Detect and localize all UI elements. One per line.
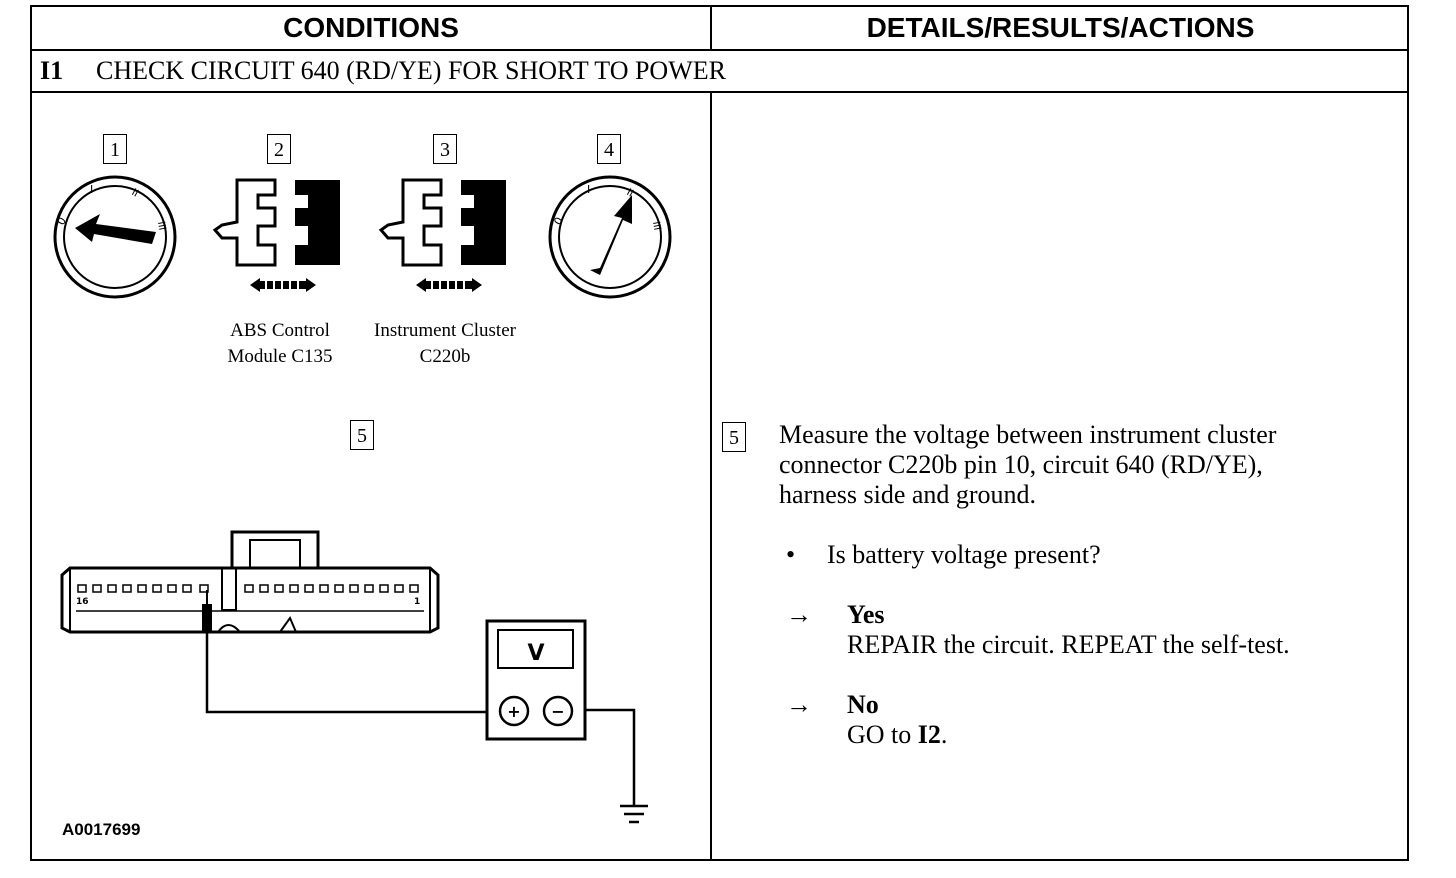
ground-icon [620,804,648,824]
yes-action: REPAIR the circuit. REPEAT the self-test… [847,630,1290,659]
voltmeter-icon: V + − [485,619,587,741]
callout-4: 4 [597,134,621,164]
svg-text:III: III [155,221,167,232]
svg-text:I: I [587,183,590,196]
negative-lead [572,708,636,805]
yes-arrow-icon: → [786,600,812,629]
details-header: DETAILS/RESULTS/ACTIONS [866,12,1255,43]
abs-module-connector-icon [212,178,340,292]
step-heading: CHECK CIRCUIT 640 (RD/YE) FOR SHORT TO P… [96,56,726,85]
callout-1: 1 [103,134,127,164]
details-callout-5: 5 [722,422,746,452]
ignition-switch-off: 0 I II III [53,175,177,299]
svg-text:−: − [551,702,564,721]
positive-lead [205,632,500,714]
figure-id: A0017699 [62,820,141,839]
header-column-divider [710,7,712,49]
abs-module-caption: ABS Control Module C135 [227,320,333,367]
svg-text:I: I [90,183,93,196]
ignition-switch-run: 0 I II III [548,175,672,299]
instruction-text: Measure the voltage between instrument c… [779,420,1277,509]
svg-text:III: III [650,221,662,232]
svg-text:16: 16 [76,597,89,607]
callout-5: 5 [350,420,374,450]
step-divider [32,91,1407,93]
svg-text:1: 1 [414,597,420,607]
callout-2: 2 [267,134,291,164]
c220b-connector-drawing: 16 1 [60,530,440,634]
step-id: I1 [40,56,64,85]
no-label: No [847,690,879,719]
yes-label: Yes [847,600,885,629]
question-text: Is battery voltage present? [827,540,1101,569]
svg-text:+: + [507,702,520,721]
instrument-cluster-caption: Instrument Cluster C220b [374,320,516,367]
svg-text:II: II [130,187,141,199]
instrument-cluster-connector-icon [378,178,506,292]
next-step-link[interactable]: I2 [917,720,941,749]
conditions-header: CONDITIONS [283,12,459,43]
no-action: GO to I2. [847,720,948,749]
step-title: I1 CHECK CIRCUIT 640 (RD/YE) FOR SHORT TO… [40,51,726,89]
no-arrow-icon: → [786,690,812,719]
svg-text:II: II [625,187,636,199]
callout-3: 3 [433,134,457,164]
svg-text:V: V [527,641,544,666]
column-divider [710,93,712,859]
header-divider [32,49,1407,51]
question-bullet: • [786,540,796,569]
